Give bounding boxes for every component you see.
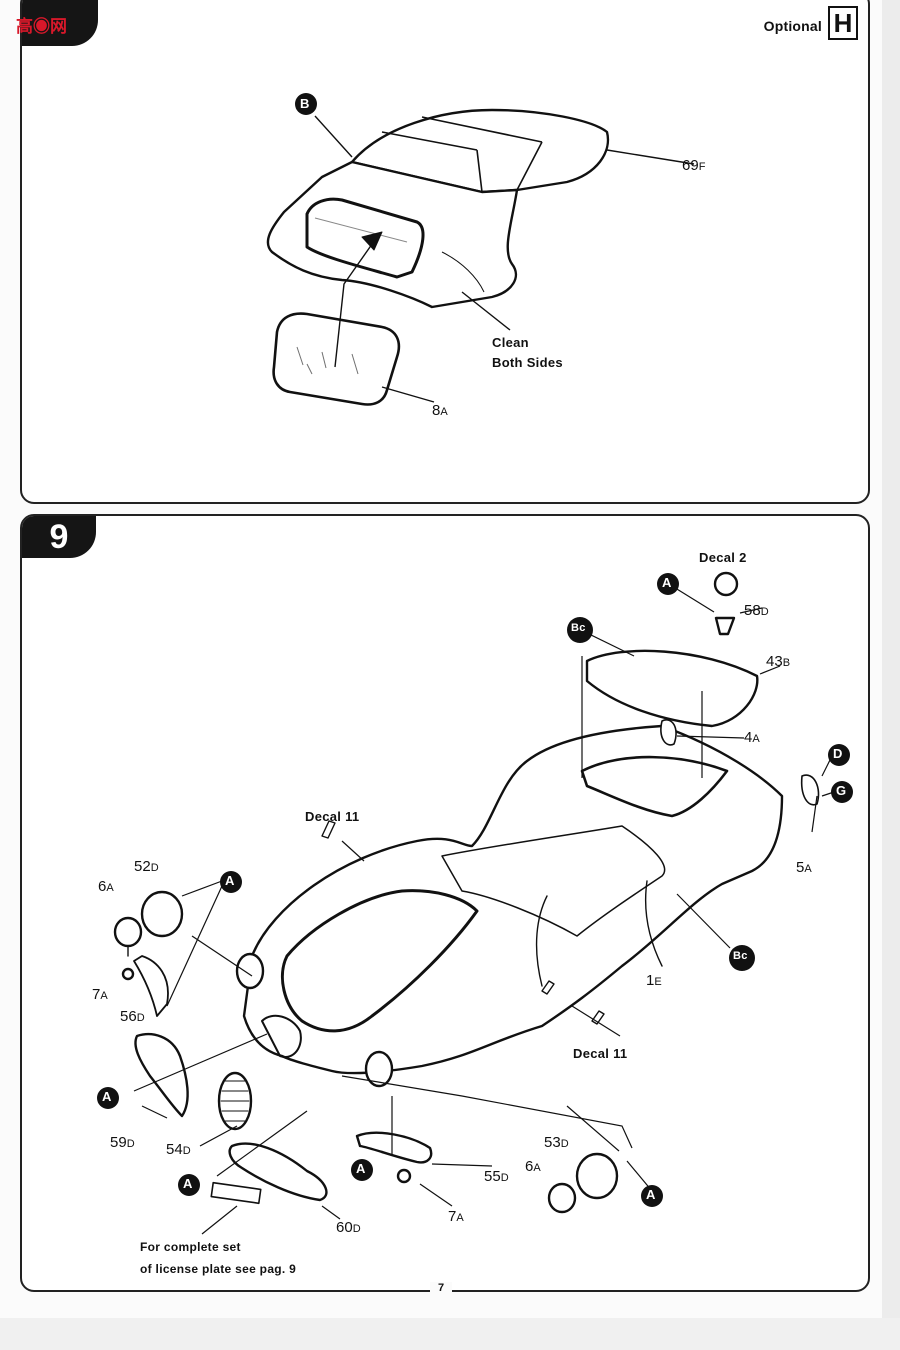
callout-bc-2: Bc: [733, 950, 748, 962]
callout-bc-1: Bc: [571, 622, 586, 634]
callout-b-circle: [295, 93, 317, 115]
part-69f: 69F: [682, 157, 705, 174]
part-7a-left: 7A: [92, 986, 108, 1003]
part-8a-suffix: A: [440, 406, 448, 418]
callout-circles: [97, 573, 853, 1207]
trunk-lid: [585, 649, 759, 728]
callout-a-5: A: [356, 1161, 366, 1176]
page-number: 7: [430, 1282, 453, 1294]
part-5a: 5A: [796, 859, 812, 876]
step-9-tab: 9: [22, 516, 96, 558]
part-7a-right: 7A: [448, 1208, 464, 1225]
callout-d: D: [833, 746, 843, 761]
part-60d: 60D: [336, 1219, 361, 1236]
hardtop-roof: [350, 108, 610, 194]
bumper-left: [134, 1033, 189, 1118]
part-69f-suffix: F: [698, 161, 706, 173]
watermark-text: 高◉网: [16, 17, 67, 36]
step-h-tab: [22, 0, 98, 46]
callout-a-1: A: [662, 575, 672, 590]
part-6a-left: 6A: [98, 878, 114, 895]
part-52d: 52D: [134, 858, 159, 875]
bumper-front: [228, 1142, 328, 1202]
callout-b: B: [300, 96, 310, 111]
part-43b: 43B: [766, 653, 791, 670]
callout-a-2: A: [225, 873, 235, 888]
step-h-panel: Optional H B 69F: [20, 0, 870, 504]
part-54d: 54D: [166, 1141, 191, 1158]
step-letter-box: H: [828, 6, 858, 40]
car-body-drawing: [97, 571, 853, 1235]
license-note-line1: For complete set: [140, 1240, 241, 1254]
page-edge: [882, 0, 900, 1350]
step-9-panel: 9: [20, 514, 870, 1292]
decal-11-top-label: Decal 11: [305, 809, 360, 824]
optional-label: Optional: [763, 18, 822, 34]
part-53d: 53D: [544, 1134, 569, 1151]
part-4a: 4A: [744, 729, 760, 746]
part-69f-number: 69: [682, 157, 699, 174]
callout-g: G: [836, 783, 847, 798]
clean-note-line2: Both Sides: [492, 355, 563, 370]
part-1e: 1E: [646, 972, 662, 989]
callout-a-6: A: [646, 1187, 656, 1202]
part-59d: 59D: [110, 1134, 135, 1151]
part-8a: 8A: [432, 402, 448, 419]
car-body: [242, 724, 784, 1075]
clean-note-line1: Clean: [492, 335, 529, 350]
page-bottom: [0, 1318, 900, 1350]
windshield-opening: [280, 889, 479, 1033]
hardtop-drawing: [266, 93, 695, 406]
rear-window-opening: [305, 197, 425, 279]
part-58d: 58D: [744, 602, 769, 619]
part-56d: 56D: [120, 1008, 145, 1025]
trunk-opening: [580, 755, 729, 818]
callout-a-4: A: [183, 1176, 193, 1191]
license-note-line2: of license plate see pag. 9: [140, 1262, 297, 1276]
decal-11-bottom-label: Decal 11: [573, 1046, 628, 1061]
part-8a-number: 8: [432, 402, 441, 419]
callout-a-3: A: [102, 1089, 112, 1104]
decal-2-label: Decal 2: [699, 550, 747, 565]
part-6a-right: 6A: [525, 1158, 541, 1175]
part-55d: 55D: [484, 1168, 509, 1185]
watermark-logo: 高◉网: [6, 4, 72, 40]
